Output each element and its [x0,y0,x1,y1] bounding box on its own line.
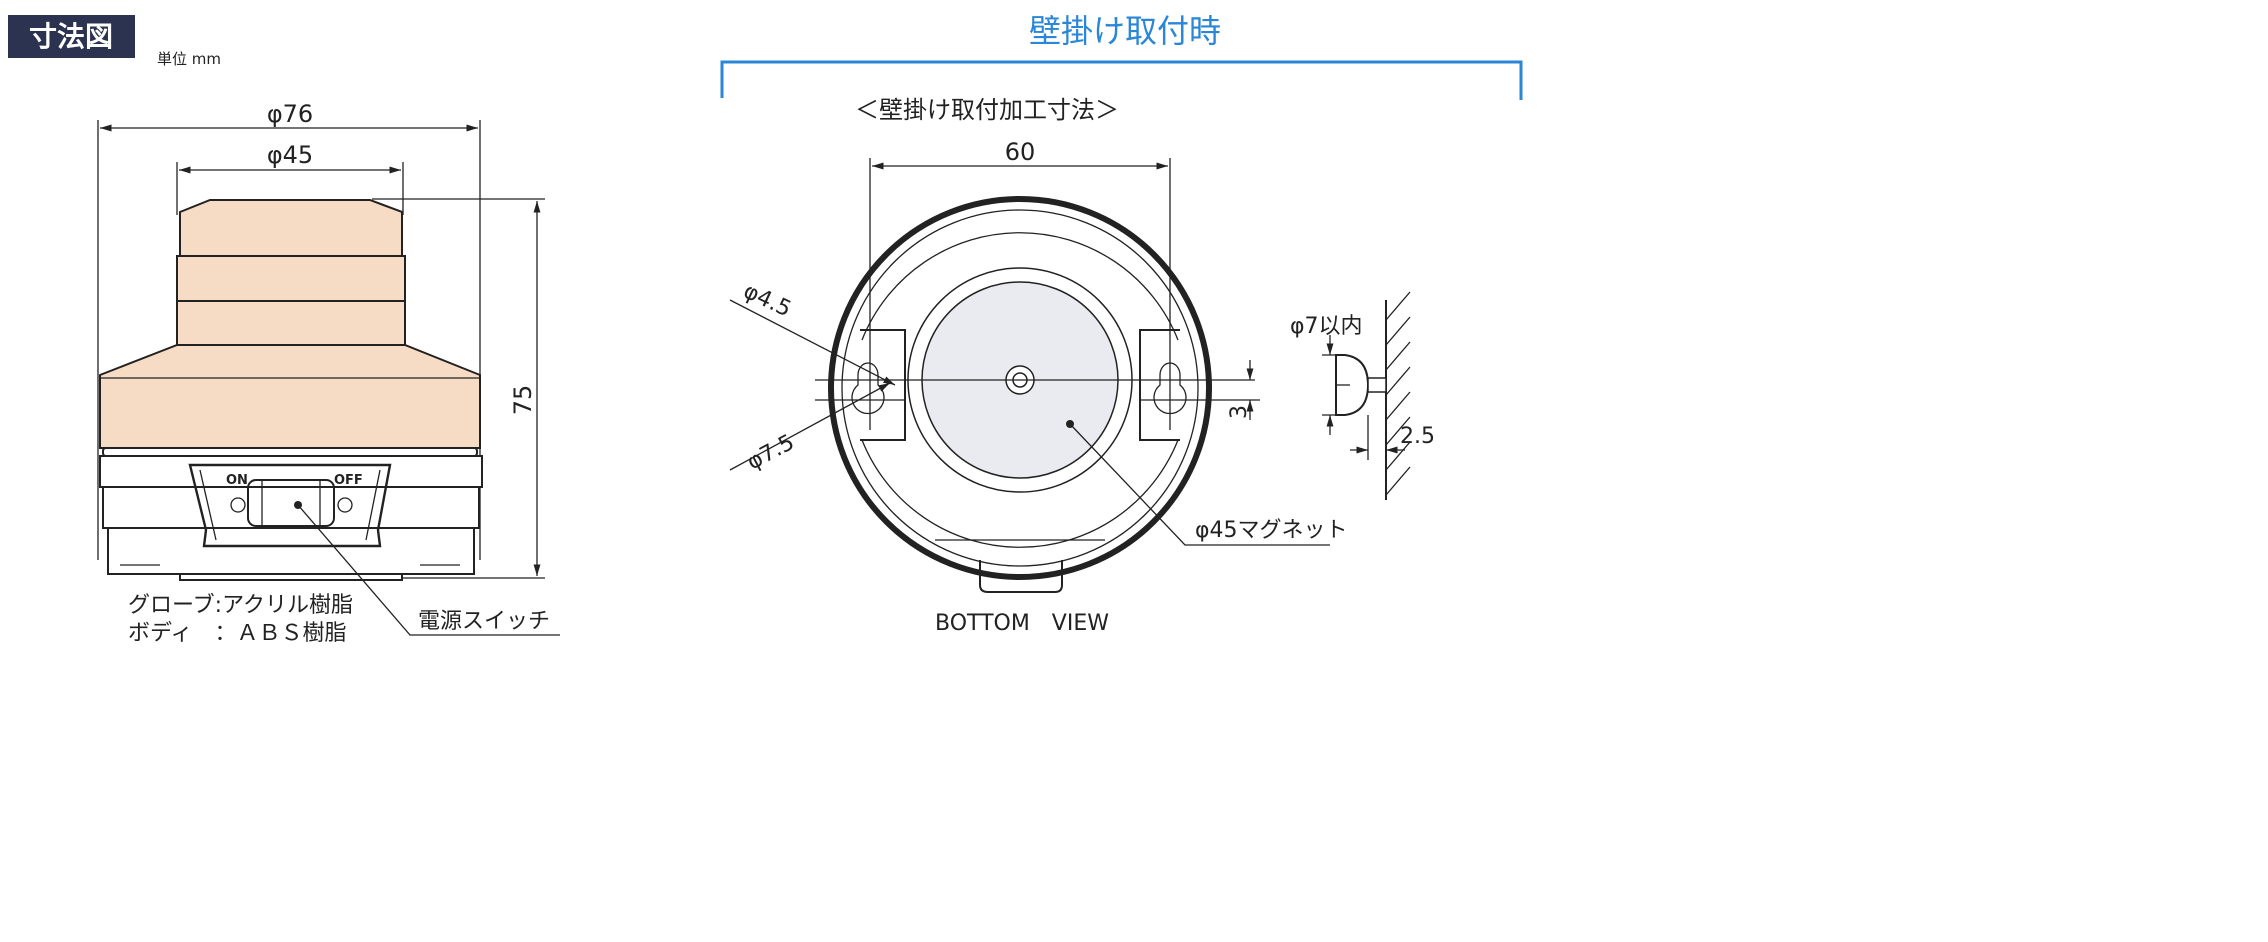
dim-outer-label: φ76 [267,100,313,128]
keyhole-left [851,362,885,415]
dim-height-label: 75 [509,385,537,416]
mount-subtitle: ＜壁掛け取付加工寸法＞ [855,96,1119,124]
material-globe: グローブ:アクリル樹脂 [128,593,353,618]
section-bracket [720,60,1523,100]
switch-leader-line [297,504,560,636]
unit-label: 単位 mm [157,50,221,68]
body [99,447,483,581]
switch-on-label: ON [226,473,248,488]
dim-gap-label: 2.5 [1400,424,1435,449]
dim-globe-label: φ45 [267,141,313,169]
drawing-title: 寸法図 [29,20,113,53]
magnet-label: φ45マグネット [1195,518,1348,543]
dim-pitch-label: 60 [1005,138,1036,166]
dim-screw-head-label: φ7以内 [1290,314,1363,339]
keyhole-right [1153,362,1187,415]
switch-off-label: OFF [334,473,363,488]
wall-mount-title: 壁掛け取付時 [1029,12,1221,50]
globe [99,199,481,449]
dim-offset-label: 3 [1227,405,1252,419]
leader-hole-small [729,299,896,386]
power-switch: ON OFF [188,463,392,548]
dim-hole-small-label: φ4.5 [739,279,794,323]
dim-hole-large-label: φ7.5 [743,430,798,475]
switch-label: 電源スイッチ [418,609,550,634]
title-box [8,15,135,58]
screw-detail [1322,291,1411,500]
view-label: BOTTOM VIEW [935,611,1109,636]
material-body: ボディ ：ＡＢＳ樹脂 [128,621,346,646]
leader-hole-large [729,382,891,471]
magnet-leader-line [1069,423,1330,546]
bottom-view [828,196,1212,593]
